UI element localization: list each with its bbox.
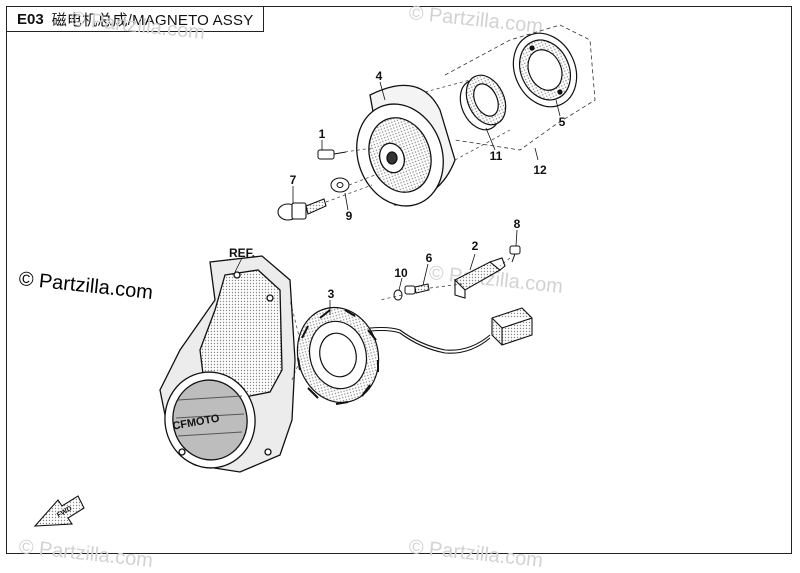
leader-lines: [289, 79, 511, 381]
diagram-canvas: E03 磁电机总成/MAGNETO ASSY © Partzilla.com ©…: [6, 2, 792, 572]
part-4-flywheel: [356, 84, 456, 207]
crankcase-cover: [159, 255, 296, 473]
callout-12: 12: [533, 163, 547, 177]
part-11-one-way-clutch: [459, 74, 507, 131]
callout-3: 3: [327, 287, 335, 301]
diagram-frame: [6, 6, 792, 554]
parts-drawing: CFMOTO: [33, 24, 596, 527]
part-1-bolt: [317, 149, 347, 160]
forward-arrow: [33, 495, 85, 527]
part-9-washer: [330, 177, 350, 193]
callout-4: 4: [375, 69, 383, 83]
part-6-bolt: [404, 283, 430, 295]
part-5-starter-gear: [512, 32, 578, 108]
wiring-harness: [354, 326, 491, 354]
callout-6: 6: [425, 251, 433, 265]
diagram-title-box: E03 磁电机总成/MAGNETO ASSY: [7, 7, 265, 32]
callout-7: 7: [289, 173, 297, 187]
callout-ticks: [234, 81, 561, 315]
callout-9: 9: [345, 209, 353, 223]
callout-2: 2: [471, 239, 479, 253]
part-3-stator: [296, 306, 380, 405]
callout-5: 5: [558, 115, 566, 129]
callout-ref: REF.: [228, 246, 256, 260]
callout-1: 1: [318, 127, 326, 141]
diagram-title: 磁电机总成/MAGNETO ASSY: [51, 11, 254, 29]
part-2-pickup-coil: [454, 257, 506, 299]
part-8-screw: [509, 245, 521, 263]
group-box-12: [444, 24, 596, 151]
connector-block: [491, 307, 533, 346]
part-7-flange-bolt: [277, 198, 327, 221]
callout-10: 10: [394, 266, 408, 280]
callout-11: 11: [489, 149, 503, 163]
diagram-code: E03: [17, 10, 44, 28]
callout-8: 8: [513, 217, 521, 231]
